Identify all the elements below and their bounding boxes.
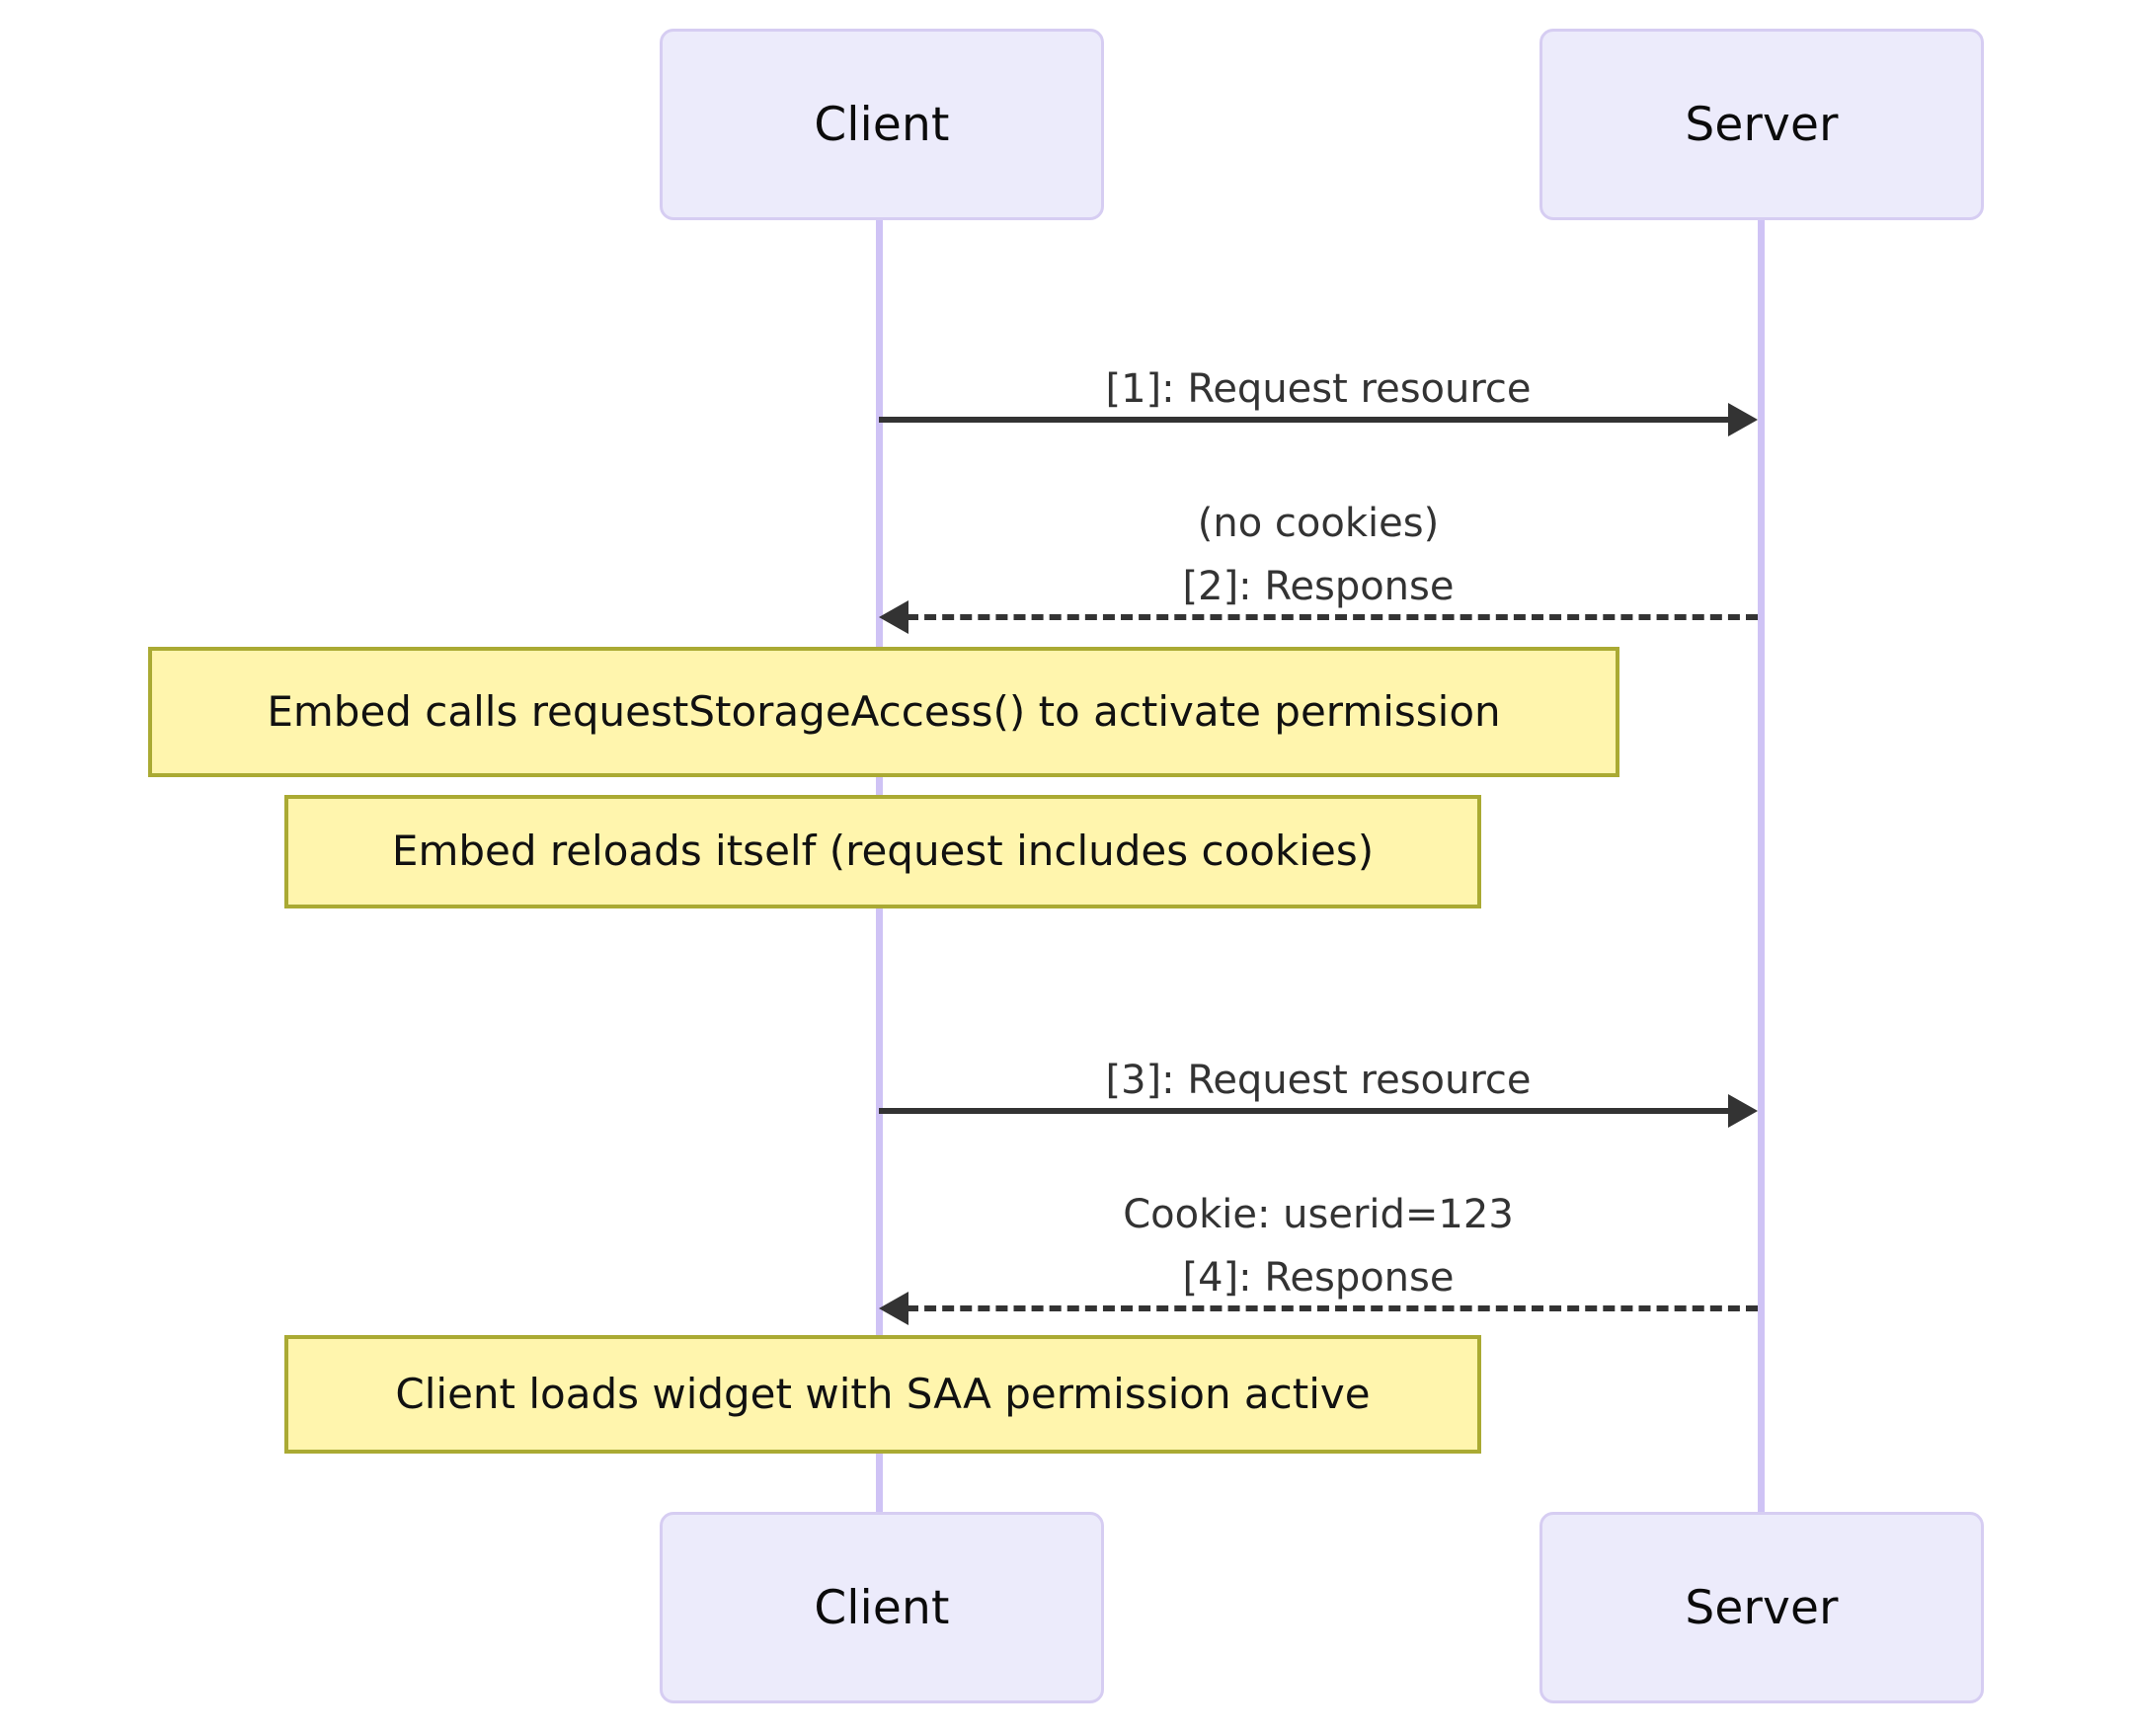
message-1-label: [1]: Request resource (no cookies) bbox=[879, 278, 1758, 636]
note-embed-calls-requeststorageaccess[interactable]: Embed calls requestStorageAccess() to ac… bbox=[148, 647, 1619, 777]
message-2-line1: [2]: Response bbox=[1182, 564, 1455, 610]
actor-box-client-bottom[interactable]: Client bbox=[660, 1512, 1104, 1703]
note-1-text: Embed calls requestStorageAccess() to ac… bbox=[267, 686, 1501, 736]
actor-label-server-bottom: Server bbox=[1685, 1580, 1839, 1635]
message-2-line bbox=[907, 614, 1758, 620]
note-client-loads-widget[interactable]: Client loads widget with SAA permission … bbox=[284, 1335, 1481, 1454]
note-3-text: Client loads widget with SAA permission … bbox=[395, 1369, 1371, 1418]
note-embed-reloads-itself[interactable]: Embed reloads itself (request includes c… bbox=[284, 795, 1481, 908]
message-1-line bbox=[879, 417, 1730, 423]
arrowhead-right-icon bbox=[1728, 403, 1758, 436]
actor-label-client-bottom: Client bbox=[814, 1580, 950, 1635]
message-3-line2: Cookie: userid=123 bbox=[1123, 1191, 1514, 1237]
message-3-label: [3]: Request resource Cookie: userid=123 bbox=[879, 970, 1758, 1327]
message-4-line bbox=[907, 1305, 1758, 1311]
actor-label-client-top: Client bbox=[814, 97, 950, 152]
arrowhead-left-icon bbox=[879, 600, 908, 634]
message-1-line2: (no cookies) bbox=[1197, 500, 1440, 546]
note-2-text: Embed reloads itself (request includes c… bbox=[391, 827, 1375, 876]
actor-box-server-bottom[interactable]: Server bbox=[1539, 1512, 1984, 1703]
arrowhead-right-icon bbox=[1728, 1094, 1758, 1128]
arrowhead-left-icon bbox=[879, 1292, 908, 1325]
lifeline-server bbox=[1758, 219, 1765, 1513]
actor-box-server-top[interactable]: Server bbox=[1539, 29, 1984, 220]
message-1-line1: [1]: Request resource bbox=[1105, 366, 1532, 413]
message-4-line1: [4]: Response bbox=[1182, 1255, 1455, 1302]
message-3-line bbox=[879, 1108, 1730, 1114]
actor-label-server-top: Server bbox=[1685, 97, 1839, 152]
actor-box-client-top[interactable]: Client bbox=[660, 29, 1104, 220]
message-3-line1: [3]: Request resource bbox=[1105, 1058, 1532, 1104]
